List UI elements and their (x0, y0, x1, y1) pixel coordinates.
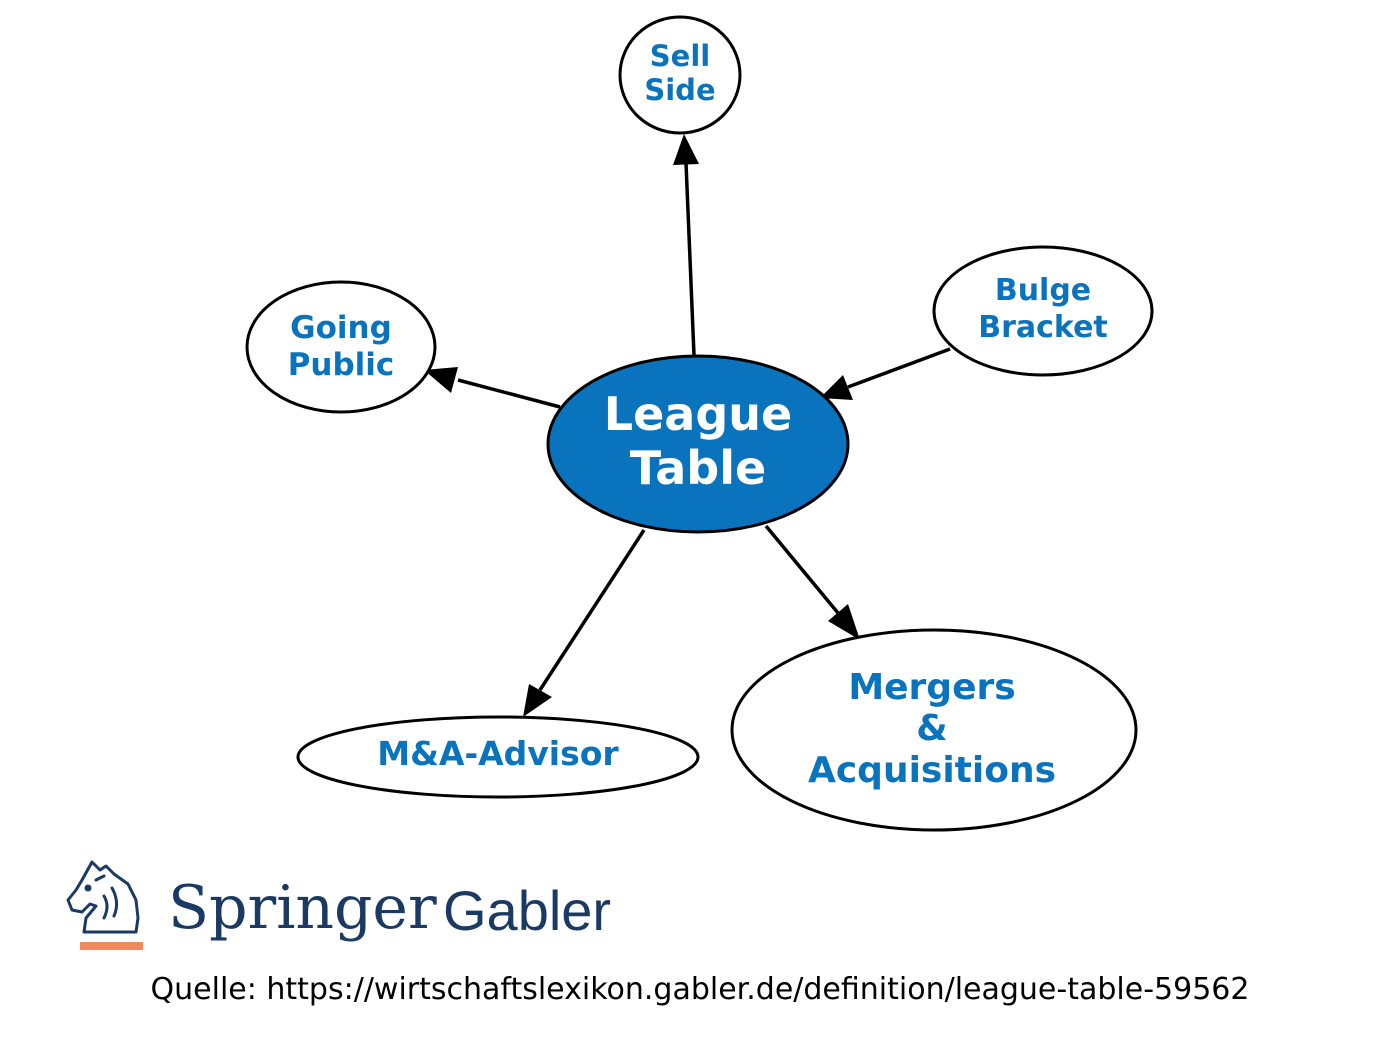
arrowhead-ma-advisor (523, 684, 552, 717)
brand-underline (80, 942, 143, 950)
edge-center-to-sell-side (684, 162, 696, 356)
node-mergers-acquisitions: Mergers & Acquisitions (730, 628, 1138, 832)
node-sell-side-line1: Sell (650, 39, 710, 73)
node-mergers-line2: & (916, 708, 947, 749)
arrowhead-mergers (828, 604, 860, 640)
arrowhead-center (820, 375, 853, 400)
brand-logo: Springer Gabler (66, 860, 611, 950)
node-going-public-line2: Public (288, 347, 395, 383)
edge-center-to-ma-advisor (538, 529, 646, 691)
node-sell-side: Sell Side (618, 15, 742, 135)
node-league-table-line2: Table (630, 441, 766, 495)
edge-center-to-going-public (457, 378, 561, 409)
edges (457, 162, 951, 691)
node-sell-side-shape (618, 15, 742, 135)
node-bulge-bracket-line2: Bracket (978, 310, 1108, 345)
node-league-table: League Table (546, 354, 850, 534)
knight-chess-piece-icon (66, 860, 140, 934)
node-ma-advisor-line1: M&A-Advisor (377, 734, 619, 773)
node-ma-advisor-shape (296, 715, 700, 799)
edge-center-to-mergers (764, 524, 840, 615)
arrowheads (424, 134, 860, 717)
node-league-table-line1: League (604, 387, 792, 441)
node-going-public-shape (245, 280, 437, 414)
node-mergers-line1: Mergers (848, 667, 1015, 708)
node-going-public-line1: Going (290, 310, 392, 346)
node-mergers-acquisitions-shape (730, 628, 1138, 832)
node-league-table-shape (546, 354, 850, 534)
brand-springer: Springer (168, 873, 437, 943)
node-mergers-line3: Acquisitions (808, 750, 1056, 791)
node-bulge-bracket-line1: Bulge (995, 273, 1091, 308)
source-url: Quelle: https://wirtschaftslexikon.gable… (151, 972, 1250, 1007)
arrowhead-going-public (424, 367, 458, 393)
edge-bulge-to-center (847, 347, 951, 389)
node-sell-side-line2: Side (644, 73, 715, 107)
arrowhead-sell-side (673, 134, 699, 165)
node-ma-advisor: M&A-Advisor (296, 715, 700, 799)
node-going-public: Going Public (245, 280, 437, 414)
node-bulge-bracket: Bulge Bracket (932, 245, 1154, 377)
brand-gabler: Gabler (443, 879, 611, 942)
node-bulge-bracket-shape (932, 245, 1154, 377)
